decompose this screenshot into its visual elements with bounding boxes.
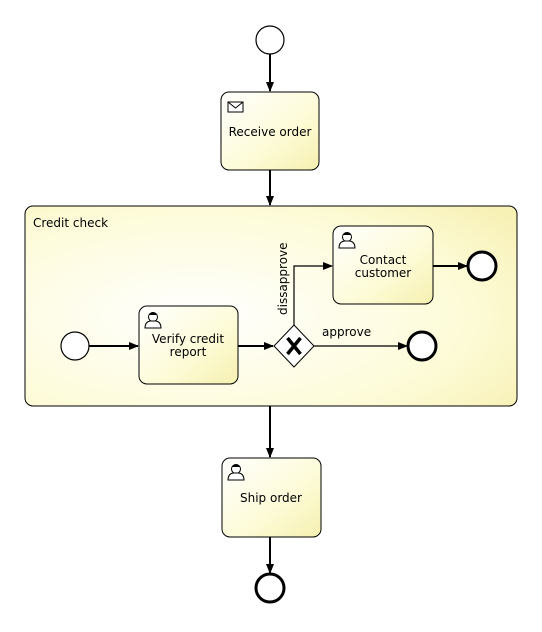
task-contact-label-line2: customer bbox=[355, 266, 412, 280]
user-icon bbox=[338, 232, 356, 249]
user-icon bbox=[227, 464, 245, 481]
task-verify-credit-report[interactable]: Verify credit report bbox=[138, 305, 239, 385]
task-receive-order-label: Receive order bbox=[229, 125, 312, 139]
task-receive-order[interactable]: Receive order bbox=[220, 91, 320, 171]
exclusive-gateway[interactable] bbox=[273, 324, 315, 368]
end-event-main[interactable] bbox=[254, 572, 286, 604]
start-event-main[interactable] bbox=[255, 25, 285, 55]
envelope-icon bbox=[227, 101, 244, 113]
subprocess-credit-check[interactable]: Credit check bbox=[24, 205, 518, 407]
subprocess-title: Credit check bbox=[33, 216, 108, 230]
task-ship-order-label: Ship order bbox=[240, 491, 302, 505]
task-ship-order[interactable]: Ship order bbox=[221, 457, 322, 538]
user-icon bbox=[144, 312, 162, 329]
flow-label-dissapprove: dissapprove bbox=[276, 242, 290, 315]
x-marker-icon bbox=[286, 336, 302, 356]
task-contact-customer[interactable]: Contact customer bbox=[332, 225, 434, 305]
end-event-approve[interactable] bbox=[406, 330, 438, 362]
start-event-credit[interactable] bbox=[60, 331, 90, 361]
task-contact-label-line1: Contact bbox=[360, 253, 407, 267]
task-verify-label-line1: Verify credit bbox=[152, 332, 224, 346]
task-verify-label-line2: report bbox=[170, 345, 207, 359]
flow-gateway-to-contact[interactable] bbox=[293, 262, 333, 325]
end-event-contact[interactable] bbox=[466, 250, 498, 282]
flow-label-approve: approve bbox=[322, 325, 371, 339]
